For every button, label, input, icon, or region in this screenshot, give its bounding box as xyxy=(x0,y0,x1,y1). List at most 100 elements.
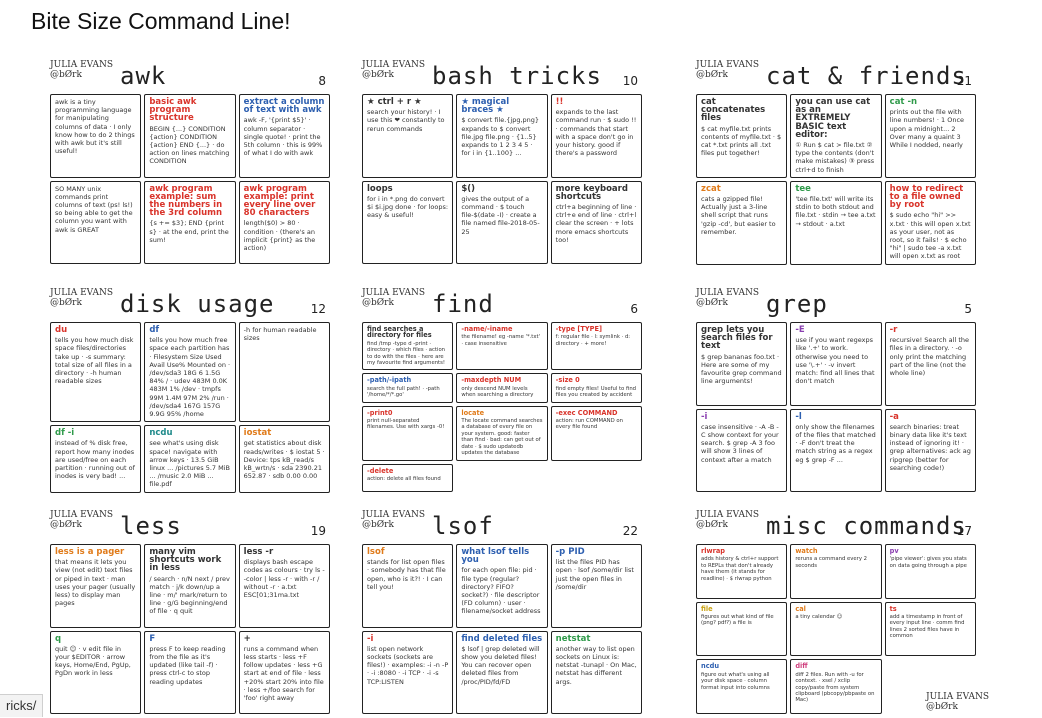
panel-text: diff 2 files. Run with -u for context. ·… xyxy=(795,671,875,704)
zine-page-number: 5 xyxy=(964,302,972,316)
panel-heading: !! xyxy=(555,97,564,107)
panel-heading: ncdu xyxy=(701,662,720,671)
panel-text: $ lsof | grep deleted will show you dele… xyxy=(461,644,540,686)
panel: find deleted files$ lsof | grep deleted … xyxy=(456,630,548,714)
panel-text: list open network sockets (sockets are f… xyxy=(367,644,449,686)
panel-text: adds history & ctrl+r support to REPLs t… xyxy=(701,556,779,582)
zine-page-number: 22 xyxy=(622,524,638,538)
author-name: JULIA EVANS xyxy=(362,510,426,520)
panel-text: -h for human readable sizes xyxy=(243,326,317,343)
author-name: JULIA EVANS xyxy=(696,510,760,520)
zine-page-title: disk usage xyxy=(120,290,275,318)
panel-heading: find deleted files xyxy=(461,633,543,644)
panel-text: BEGIN {...} CONDITION {action} CONDITION… xyxy=(149,124,230,166)
panel-text: only show the filenames of the files tha… xyxy=(795,422,876,464)
panel-heading: ts xyxy=(889,604,897,613)
panel-text: $ grep bananas foo.txt · Here are some o… xyxy=(701,352,782,386)
panel: awk program example: sum the numbers in … xyxy=(144,180,236,264)
panel-heading: $() xyxy=(461,183,476,194)
author-handle: @bØrk xyxy=(696,520,728,530)
panel-text: prints out the file with line numbers! ·… xyxy=(889,108,965,150)
panel: -h for human readable sizes xyxy=(238,322,330,423)
panel-text: recursive! Search all the files in a dir… xyxy=(889,336,969,378)
panel-text: add a timestamp in front of every input … xyxy=(889,614,965,640)
panel-heading: diff xyxy=(795,662,808,671)
panel-heading: -type [TYPE] xyxy=(555,325,602,333)
panel-heading: -size 0 xyxy=(555,376,580,385)
panel-text: that means it lets you view (not edit) t… xyxy=(55,558,136,608)
panel-text: figure out what's using all your disk sp… xyxy=(701,671,770,691)
author-name: JULIA EVANS xyxy=(50,60,114,70)
panel-text: $ sudo echo "hi" >> x.txt · this will op… xyxy=(889,211,971,261)
panel-text: search binaries: treat binary data like … xyxy=(889,422,971,472)
page-author: JULIA EVANS@bØrk xyxy=(50,510,113,530)
panel: how to redirect to a file owned by root$… xyxy=(884,180,976,265)
panel-heading: -maxdepth NUM xyxy=(461,376,522,385)
zine-page-number: 8 xyxy=(318,74,326,88)
panel-text: find /tmp -type d -print · directory · w… xyxy=(367,340,446,367)
panel-text: see what's using disk space! navigate wi… xyxy=(149,439,230,489)
page-author: JULIA EVANS@bØrk xyxy=(362,510,425,530)
author-handle: @bØrk xyxy=(362,70,394,80)
author-handle: @bØrk xyxy=(50,520,82,530)
status-bar-link[interactable]: ricks/ xyxy=(0,694,44,717)
panel-heading: -print0 xyxy=(367,408,393,417)
page-title: Bite Size Command Line! xyxy=(31,8,291,34)
panel-text: 'pipe viewer': gives you stats on data g… xyxy=(889,556,967,569)
panel-grid: cat concatenates files$ cat myfile.txt p… xyxy=(696,94,976,265)
zine-page-number: 19 xyxy=(310,524,326,538)
panel-heading: awk program example: print every line ov… xyxy=(243,183,316,219)
panel: tee'tee file.txt' will write its stdin t… xyxy=(790,180,882,265)
panel: awk program example: print every line ov… xyxy=(238,180,330,264)
panel-heading: q xyxy=(55,633,62,644)
page-author: JULIA EVANS@bØrk xyxy=(362,60,425,80)
panel-text: a tiny calendar ☺ xyxy=(795,614,843,621)
panel-heading: you can use cat as an EXTREMELY BASIC te… xyxy=(795,97,871,140)
author-handle: @bØrk xyxy=(696,298,728,308)
panel-heading: -i xyxy=(367,633,374,644)
panel-heading: -i xyxy=(701,411,708,422)
panel-text: gives the output of a command · $ touch … xyxy=(461,194,540,236)
panel-heading: locate xyxy=(461,408,485,417)
panel-heading: iostat xyxy=(243,428,272,439)
panel-text: SO MANY unix commands print columns of t… xyxy=(55,184,133,234)
panel: -type [TYPE]f: regular file · l: symlink… xyxy=(550,322,642,371)
panel-text: ctrl+a beginning of line · ctrl+e end of… xyxy=(555,202,637,244)
zine-page-number: 6 xyxy=(630,302,638,316)
panel-text: the filename! eg -name '*.txt' · case in… xyxy=(461,334,541,347)
zine-page-title: lsof xyxy=(432,512,494,540)
panel-heading: df xyxy=(149,325,160,335)
panel-text: print null-separated filenames. Use with… xyxy=(367,418,445,431)
panel: !!expands to the last command run · $ su… xyxy=(550,94,642,178)
panel-heading: more keyboard shortcuts xyxy=(555,183,628,202)
panel-heading: -delete xyxy=(367,466,394,475)
panel-heading: extract a column of text with awk xyxy=(243,97,325,116)
panel-heading: -p PID xyxy=(555,547,585,557)
zine-page-title: find xyxy=(432,290,494,318)
panel-text: for i in *.png do convert $i $i.jpg done… xyxy=(367,194,449,220)
zine-page-title: less xyxy=(120,512,182,540)
page-author: JULIA EVANS@bØrk xyxy=(696,60,759,80)
panel-heading: tee xyxy=(795,183,811,194)
panel-heading: what lsof tells you xyxy=(461,547,530,566)
panel-text: find empty files! Useful to find files y… xyxy=(555,385,637,399)
panel-text: runs a command when less starts · less +… xyxy=(243,644,324,702)
